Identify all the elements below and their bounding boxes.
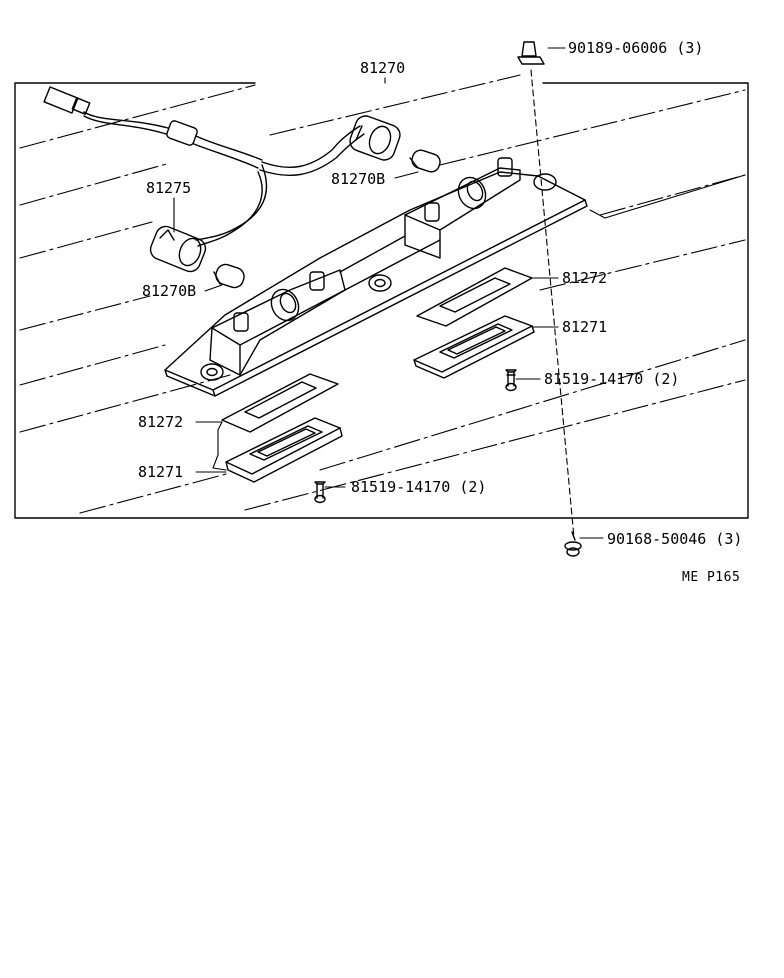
bulb-lower bbox=[213, 263, 245, 289]
label-screw-right: 81519-14170 (2) bbox=[544, 370, 680, 388]
nut-bottom bbox=[564, 531, 582, 557]
assembly-frame bbox=[14, 77, 749, 519]
bulb-upper bbox=[409, 149, 441, 173]
lens-right bbox=[413, 315, 535, 379]
leader-lines bbox=[173, 47, 604, 539]
label-gasket-left: 81272 bbox=[138, 413, 184, 431]
label-lens-right: 81271 bbox=[562, 318, 608, 336]
wire-harness bbox=[43, 86, 365, 247]
label-bulb-lower: 81270B bbox=[142, 282, 197, 300]
lamp-housing bbox=[164, 157, 588, 397]
socket-lower bbox=[149, 225, 207, 273]
label-screw-left: 81519-14170 (2) bbox=[351, 478, 487, 496]
socket-upper bbox=[349, 115, 401, 161]
label-assembly: 81270 bbox=[360, 59, 406, 77]
body-step-line bbox=[589, 174, 746, 219]
lens-left bbox=[225, 417, 343, 483]
label-nut-bottom: 90168-50046 (3) bbox=[607, 530, 743, 548]
phantom-lines bbox=[19, 74, 746, 514]
label-socket: 81275 bbox=[146, 179, 192, 197]
clip-top bbox=[517, 41, 545, 65]
label-lens-left: 81271 bbox=[138, 463, 184, 481]
label-reference: ME P165 bbox=[682, 570, 741, 585]
center-line bbox=[530, 69, 575, 539]
label-gasket-right: 81272 bbox=[562, 269, 608, 287]
screw-left bbox=[314, 481, 326, 504]
screw-right bbox=[505, 369, 517, 392]
gasket-left bbox=[221, 373, 339, 433]
label-bulb-upper: 81270B bbox=[331, 170, 386, 188]
label-clip-top: 90189-06006 (3) bbox=[568, 39, 704, 57]
